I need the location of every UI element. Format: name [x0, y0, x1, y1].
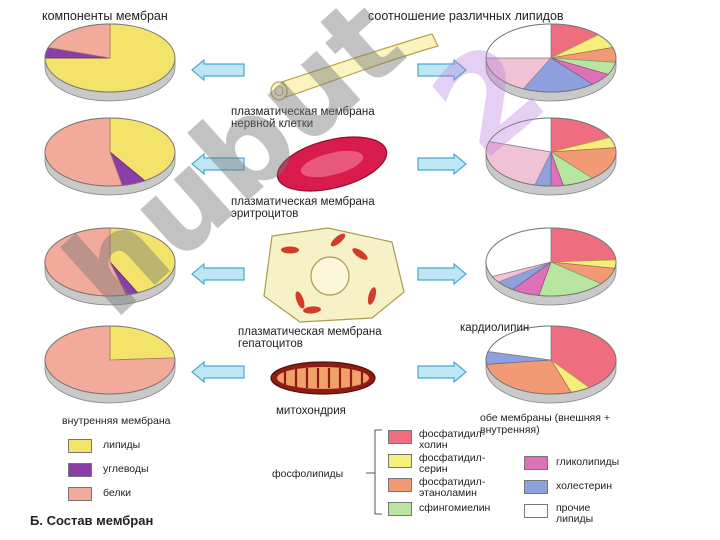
arrow-left-2 — [191, 262, 245, 286]
arrow-left-0 — [191, 58, 245, 82]
legend-label-phospholipids: фосфолипиды — [272, 468, 344, 480]
lipids-2-slice-0 — [550, 227, 617, 263]
legend-swatch-sphingomyelin — [388, 502, 412, 516]
lipids-3-pie-rim — [485, 325, 617, 395]
legend-swatch-phosphatidylserine — [388, 454, 412, 468]
legend-label-sphingomyelin: сфингомиелин — [419, 502, 491, 514]
arrow-right-3 — [417, 360, 467, 384]
arrow-left-1 — [191, 152, 245, 176]
legend-swatch-cholesterol — [524, 480, 548, 494]
nerve-axon-icon — [274, 33, 439, 99]
mitochondrion-matrix-icon — [277, 367, 369, 389]
legend-swatch-phosphatidylcholine — [388, 430, 412, 444]
legend-label-cholesterol: холестерин — [556, 480, 612, 492]
legend-swatch-phosphatidylethanolamine — [388, 478, 412, 492]
lipids-0-slice-7 — [485, 23, 552, 59]
right-column-header: соотношение различных липидов — [368, 9, 564, 23]
legend-swatch-lipids — [68, 439, 92, 453]
components-3-pie-rim — [44, 325, 176, 395]
hepatocyte-mitochondrion-icon-5 — [303, 306, 321, 314]
both-membranes-label: обе мембраны (внешняя + внутренняя) — [480, 412, 610, 436]
lipids-2-pie-rim — [485, 227, 617, 297]
membrane-label-hepatocyte: плазматическая мембрана гепатоцитов — [238, 326, 382, 350]
lipids-0-pie-rim — [485, 23, 617, 93]
lipids-1-pie-rim — [485, 117, 617, 187]
legend-label-glycolipids: гликолипиды — [556, 456, 620, 468]
membrane-label-erythrocyte: плазматическая мембрана эритроцитов — [231, 196, 375, 220]
hepatocyte-mitochondrion-icon-1 — [352, 248, 368, 260]
hepatocyte-nucleus-icon — [310, 256, 350, 296]
components-0-pie-rim — [44, 23, 176, 93]
legend-label-lipids: липиды — [103, 439, 141, 451]
left-column-header: компоненты мембран — [42, 9, 168, 23]
figure-caption: Б. Состав мембран — [30, 513, 154, 528]
legend-swatch-other-lipids — [524, 504, 548, 518]
components-1-pie-rim — [44, 117, 176, 187]
cardiolipin-label: кардиолипин — [460, 322, 530, 334]
arrow-right-2 — [417, 262, 467, 286]
legend-label-other-lipids: прочие липиды — [556, 502, 594, 525]
phospholipid-bracket — [366, 429, 382, 515]
legend-label-phosphatidylcholine: фосфатидил-холин — [419, 428, 486, 451]
legend-swatch-glycolipids — [524, 456, 548, 470]
hepatocyte-mitochondrion-icon-4 — [330, 233, 346, 247]
inner-membrane-label: внутренняя мембрана — [62, 415, 171, 427]
hepatocyte-mitochondrion-icon-2 — [295, 291, 305, 309]
legend-swatch-proteins — [68, 487, 92, 501]
mitochondrion-label: митохондрия — [276, 405, 346, 417]
nerve-axon-end-icon — [270, 81, 288, 101]
nerve-axon-core-icon — [274, 86, 284, 96]
membrane-label-nerve: плазматическая мембрана нервной клетки — [231, 106, 375, 130]
legend-label-phosphatidylethanolamine: фосфатидил-этаноламин — [419, 476, 486, 499]
arrow-right-0 — [417, 58, 467, 82]
legend-label-carbohydrates: углеводы — [103, 463, 149, 475]
arrow-left-3 — [191, 360, 245, 384]
components-2-pie-rim — [44, 227, 176, 297]
erythrocyte-center-icon — [300, 150, 364, 178]
hepatocyte-mitochondrion-icon-0 — [281, 246, 299, 254]
hepatocyte-mitochondrion-icon-3 — [367, 287, 377, 305]
arrow-right-1 — [417, 152, 467, 176]
components-3-slice-0 — [109, 325, 176, 361]
legend-label-phosphatidylserine: фосфатидил-серин — [419, 452, 486, 475]
legend-label-proteins: белки — [103, 487, 131, 499]
legend-swatch-carbohydrates — [68, 463, 92, 477]
